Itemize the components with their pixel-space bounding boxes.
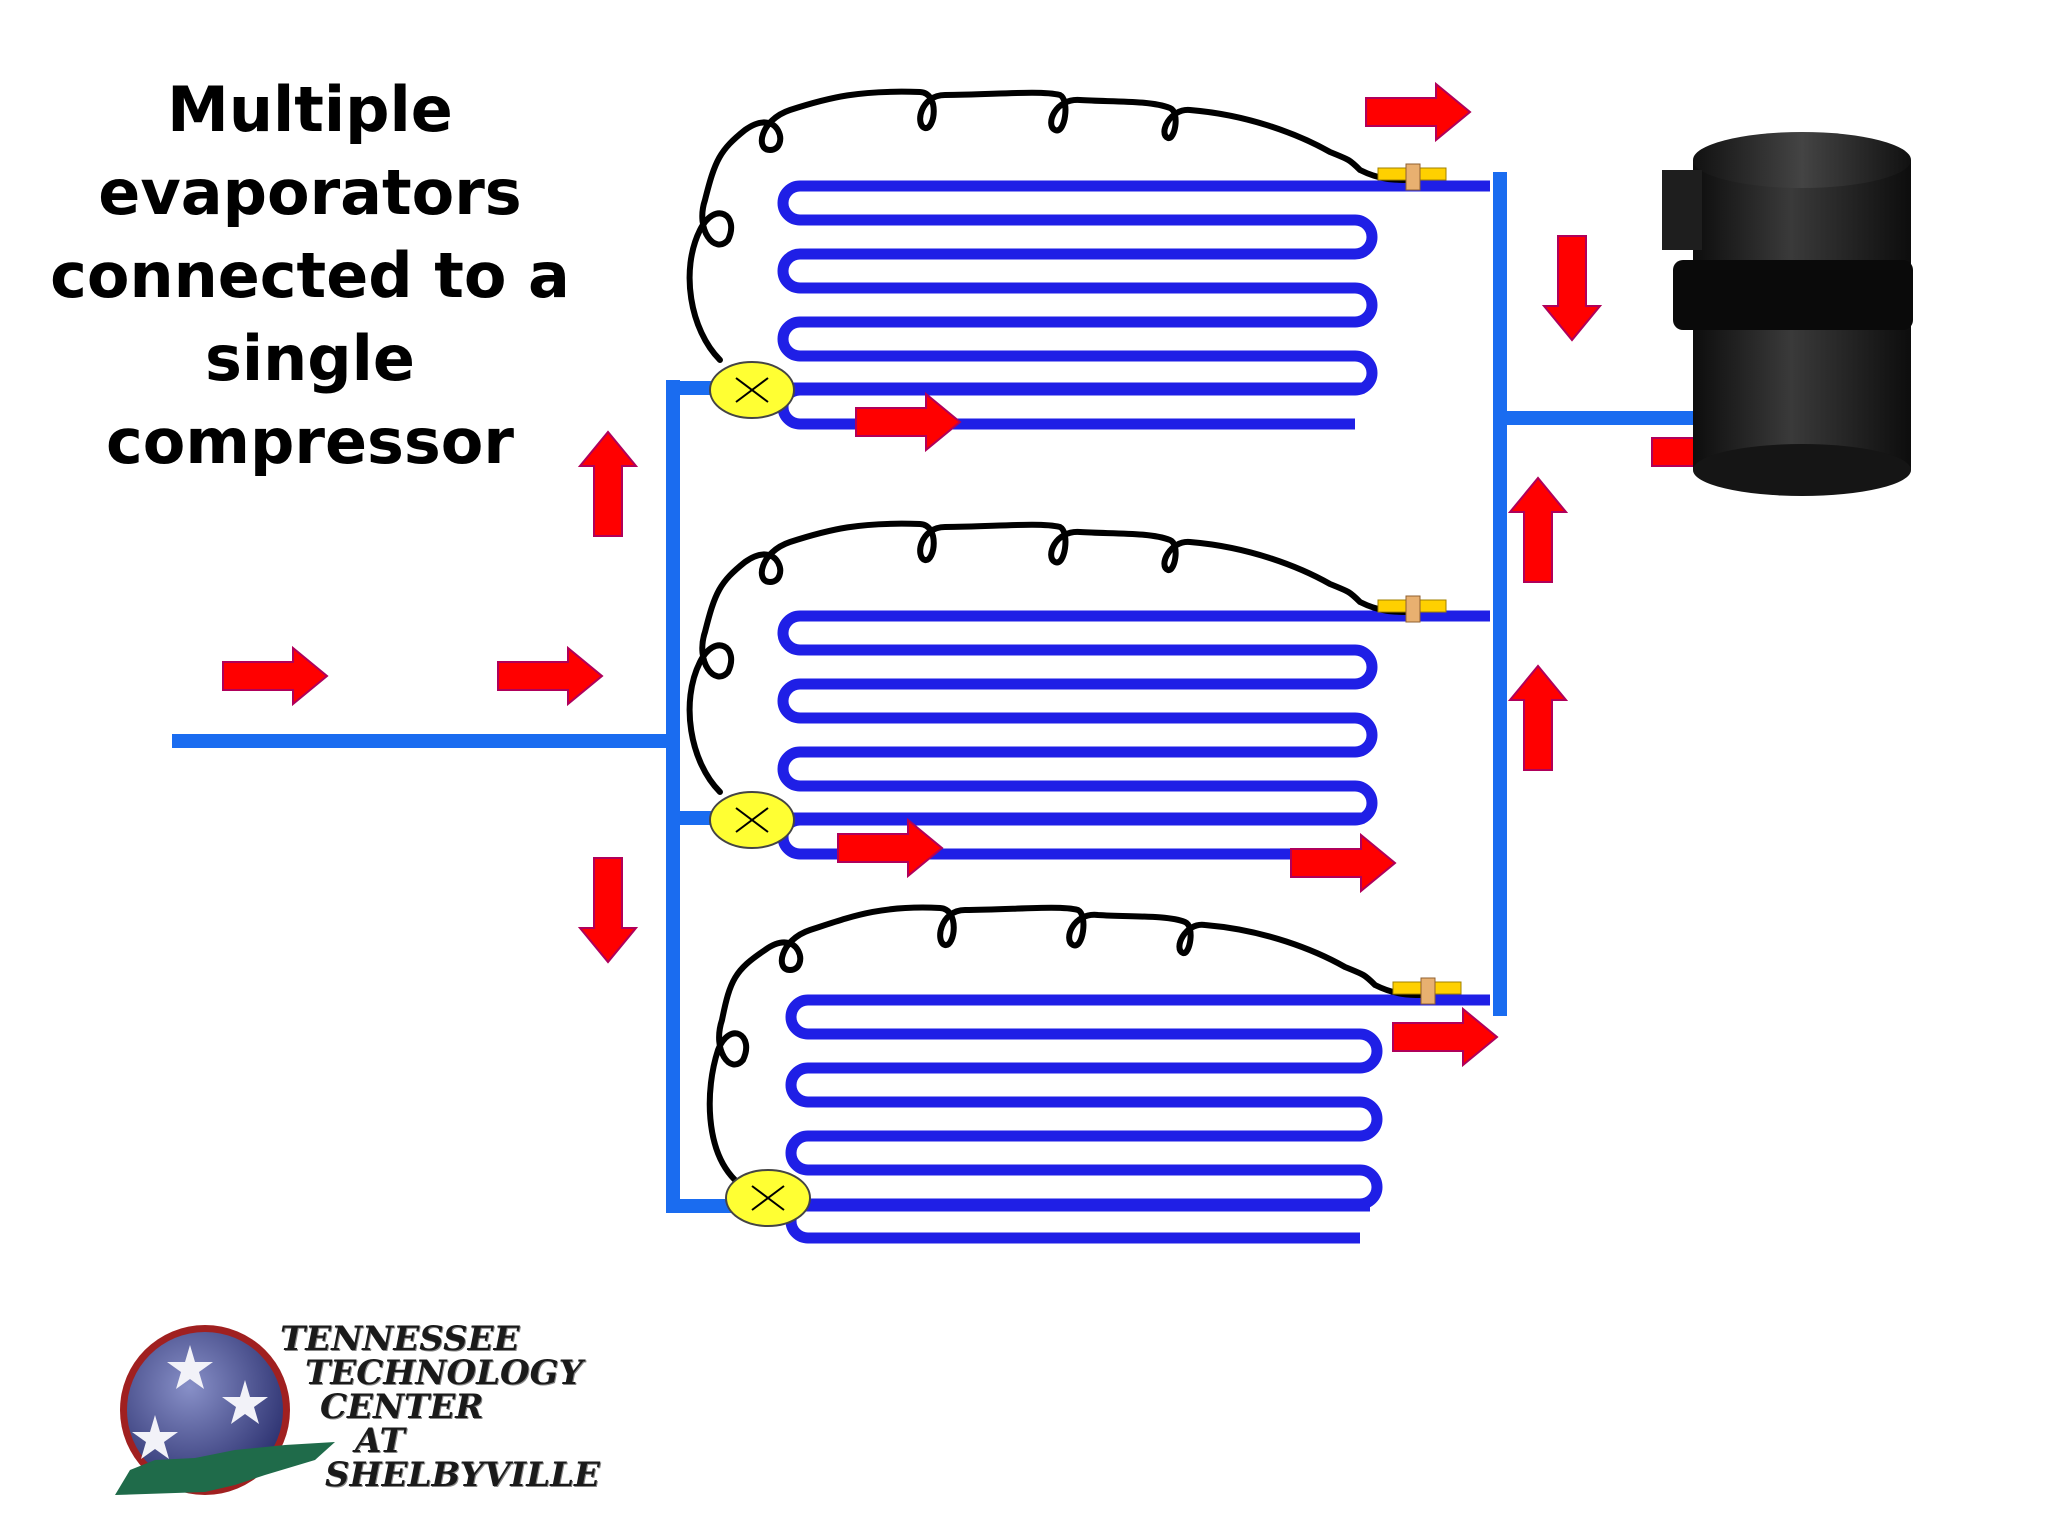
flow-arrow-icon: [577, 857, 639, 964]
capillary-tube: [686, 520, 1411, 795]
sensing-bulb: [1377, 163, 1447, 191]
flow-arrow-icon: [577, 430, 639, 537]
liquid-line: [172, 380, 736, 1213]
flow-arrow-icon: [497, 645, 604, 707]
logo-line-5: SHELBYVILLE: [325, 1455, 600, 1495]
flow-arrow-icon: [1541, 235, 1603, 342]
logo-line-2: TECHNOLOGY: [305, 1353, 583, 1393]
flow-arrow-icon: [1507, 476, 1569, 583]
flow-arrow-icon: [855, 391, 962, 453]
capillary-tube: [686, 88, 1411, 363]
flow-arrow-icon: [1507, 664, 1569, 771]
sensing-bulb: [1392, 977, 1462, 1005]
expansion-valves: [709, 361, 811, 1227]
compressor-icon: [1662, 132, 1913, 496]
expansion-valve-icon: [709, 791, 795, 849]
slide-title: Multiple evaporators connected to a sing…: [50, 73, 570, 478]
flow-arrow-icon: [1290, 832, 1397, 894]
flow-arrow-icon: [837, 817, 944, 879]
school-logo: TENNESSEE TECHNOLOGY CENTER AT SHELBYVIL…: [115, 1310, 600, 1510]
flow-arrow-icon: [1392, 1006, 1499, 1068]
expansion-valve-icon: [709, 361, 795, 419]
flow-arrow-icon: [1365, 81, 1472, 143]
sensing-bulbs: [1377, 163, 1462, 1005]
capillary-tube: [706, 904, 1425, 1183]
logo-emblem-icon: [115, 1325, 335, 1495]
flow-arrow-icon: [222, 645, 329, 707]
expansion-valve-icon: [725, 1169, 811, 1227]
logo-line-4: AT: [355, 1421, 405, 1461]
logo-line-1: TENNESSEE: [280, 1319, 520, 1359]
capillary-tubes: [686, 88, 1425, 1183]
sensing-bulb: [1377, 595, 1447, 623]
logo-line-3: CENTER: [320, 1387, 484, 1427]
